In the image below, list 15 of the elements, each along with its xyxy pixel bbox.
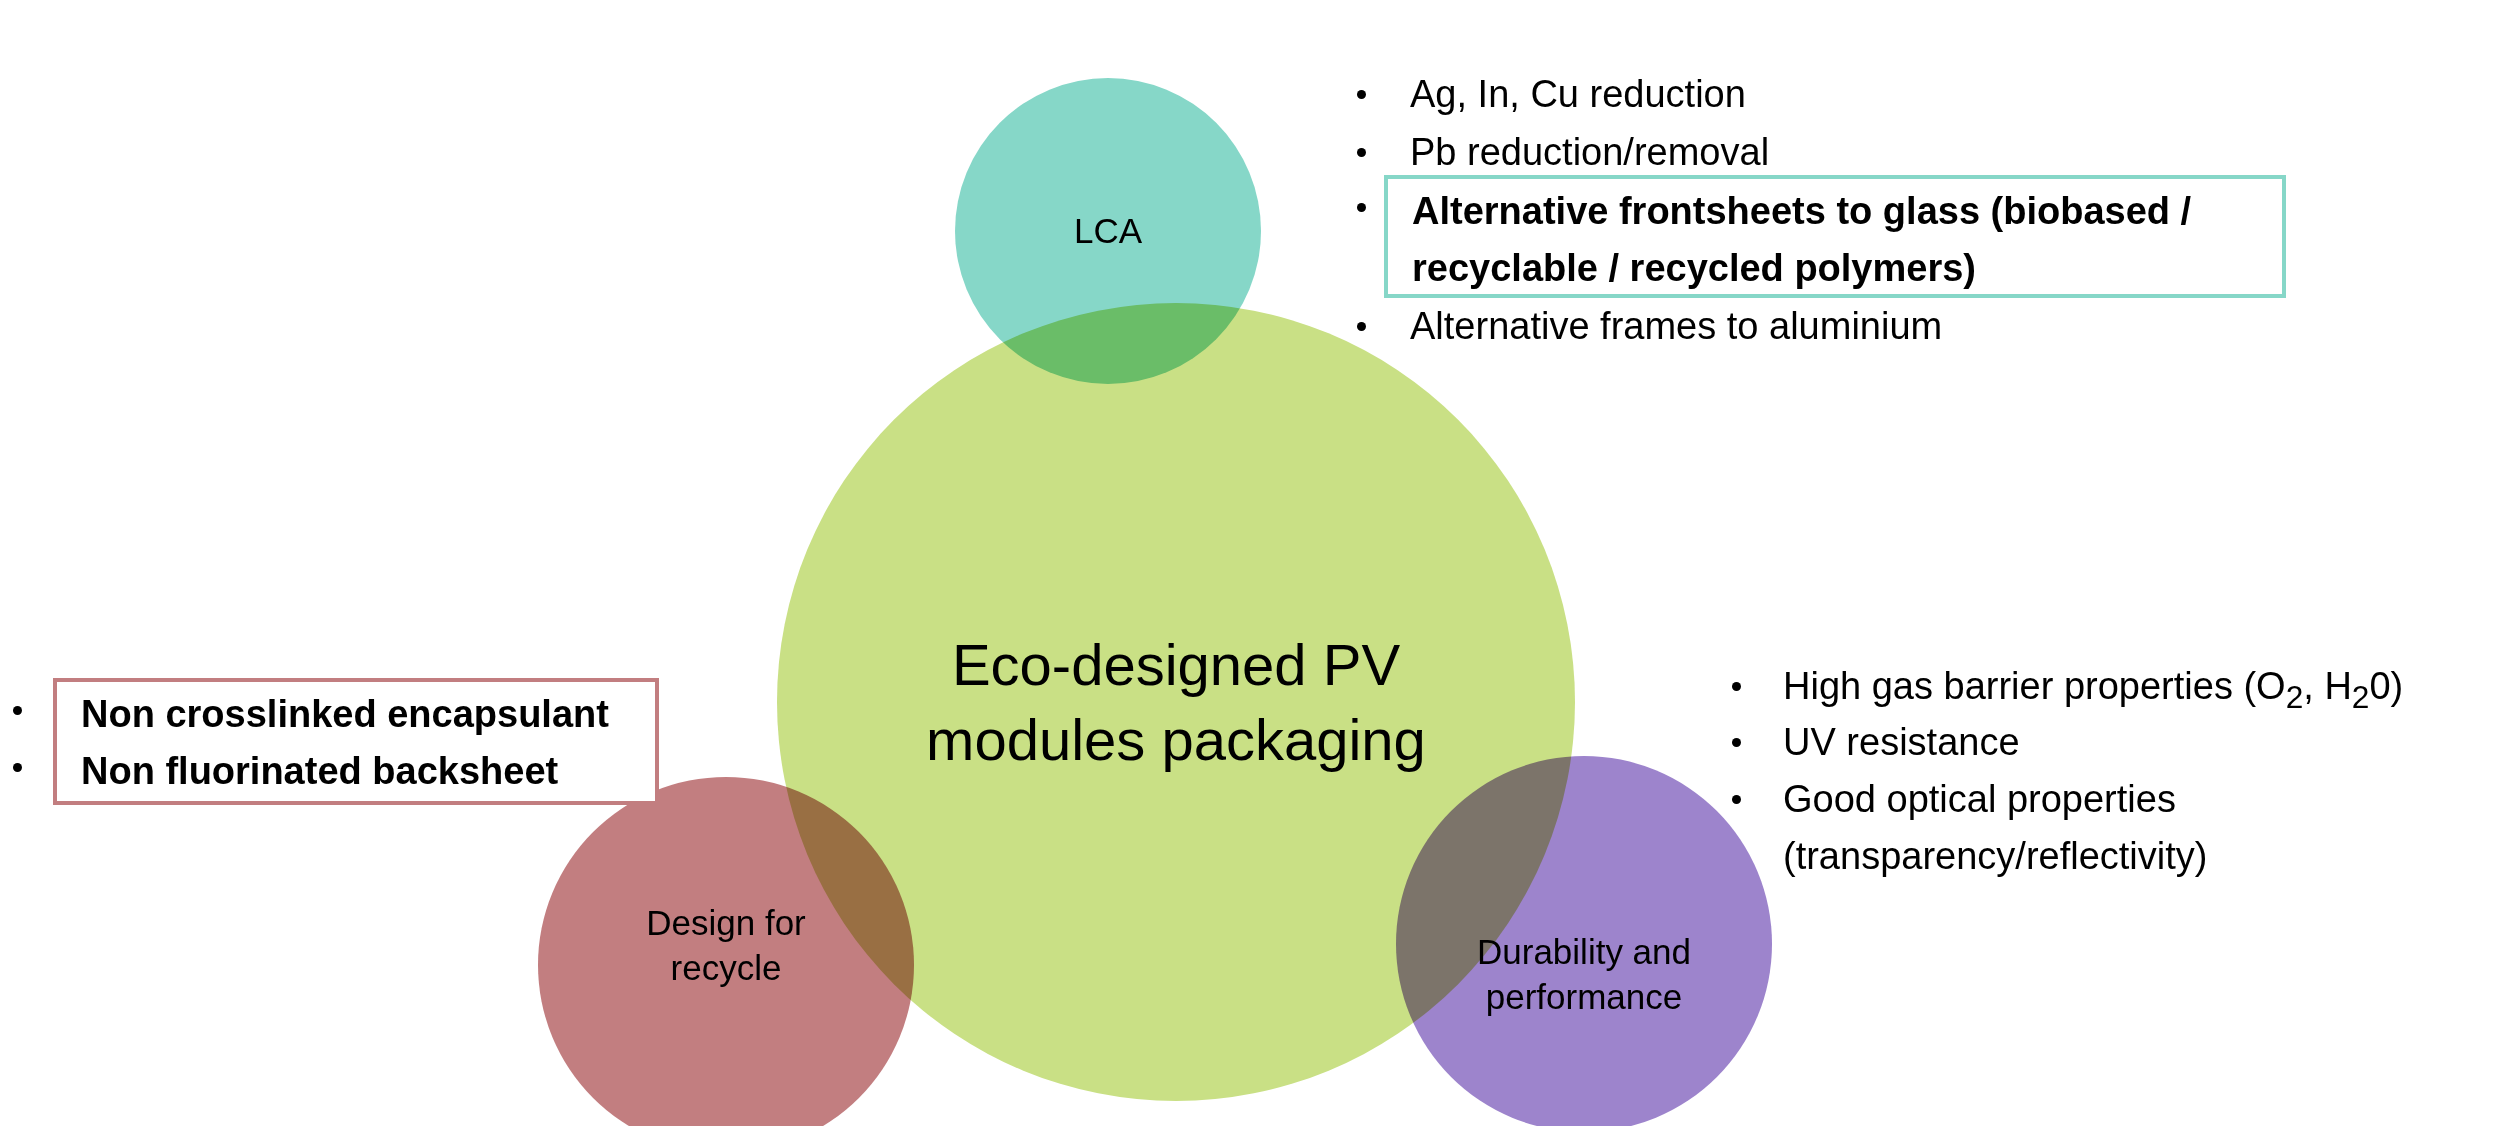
list-item: Alternative frontsheets to glass (biobased / recyclable / recycled polymers) — [1412, 189, 2193, 291]
circle-label: LCA — [1072, 210, 1144, 253]
circle-label: Durability and performance — [1476, 930, 1692, 1018]
circle-label: Eco-designed PV modules packaging — [925, 630, 1427, 774]
highlight-box — [53, 678, 659, 805]
list-item: Good optical properties (transparency/reflectivity) — [1783, 777, 2209, 879]
list-item: UV resistance — [1783, 720, 2020, 765]
list-item: Pb reduction/removal — [1410, 130, 1770, 175]
circle-label: Design for recycle — [645, 901, 807, 989]
list-item: Non fluorinated backsheet — [81, 749, 560, 794]
list-item: Alternative frames to aluminium — [1410, 304, 1943, 349]
list-item: Ag, In, Cu reduction — [1410, 72, 1746, 117]
highlight-box — [1384, 175, 2286, 298]
list-item: Non crosslinked encapsulant — [81, 692, 610, 737]
list-item: High gas barrier properties (O$_{2}$, H$_{2}$0) — [1783, 664, 2404, 717]
